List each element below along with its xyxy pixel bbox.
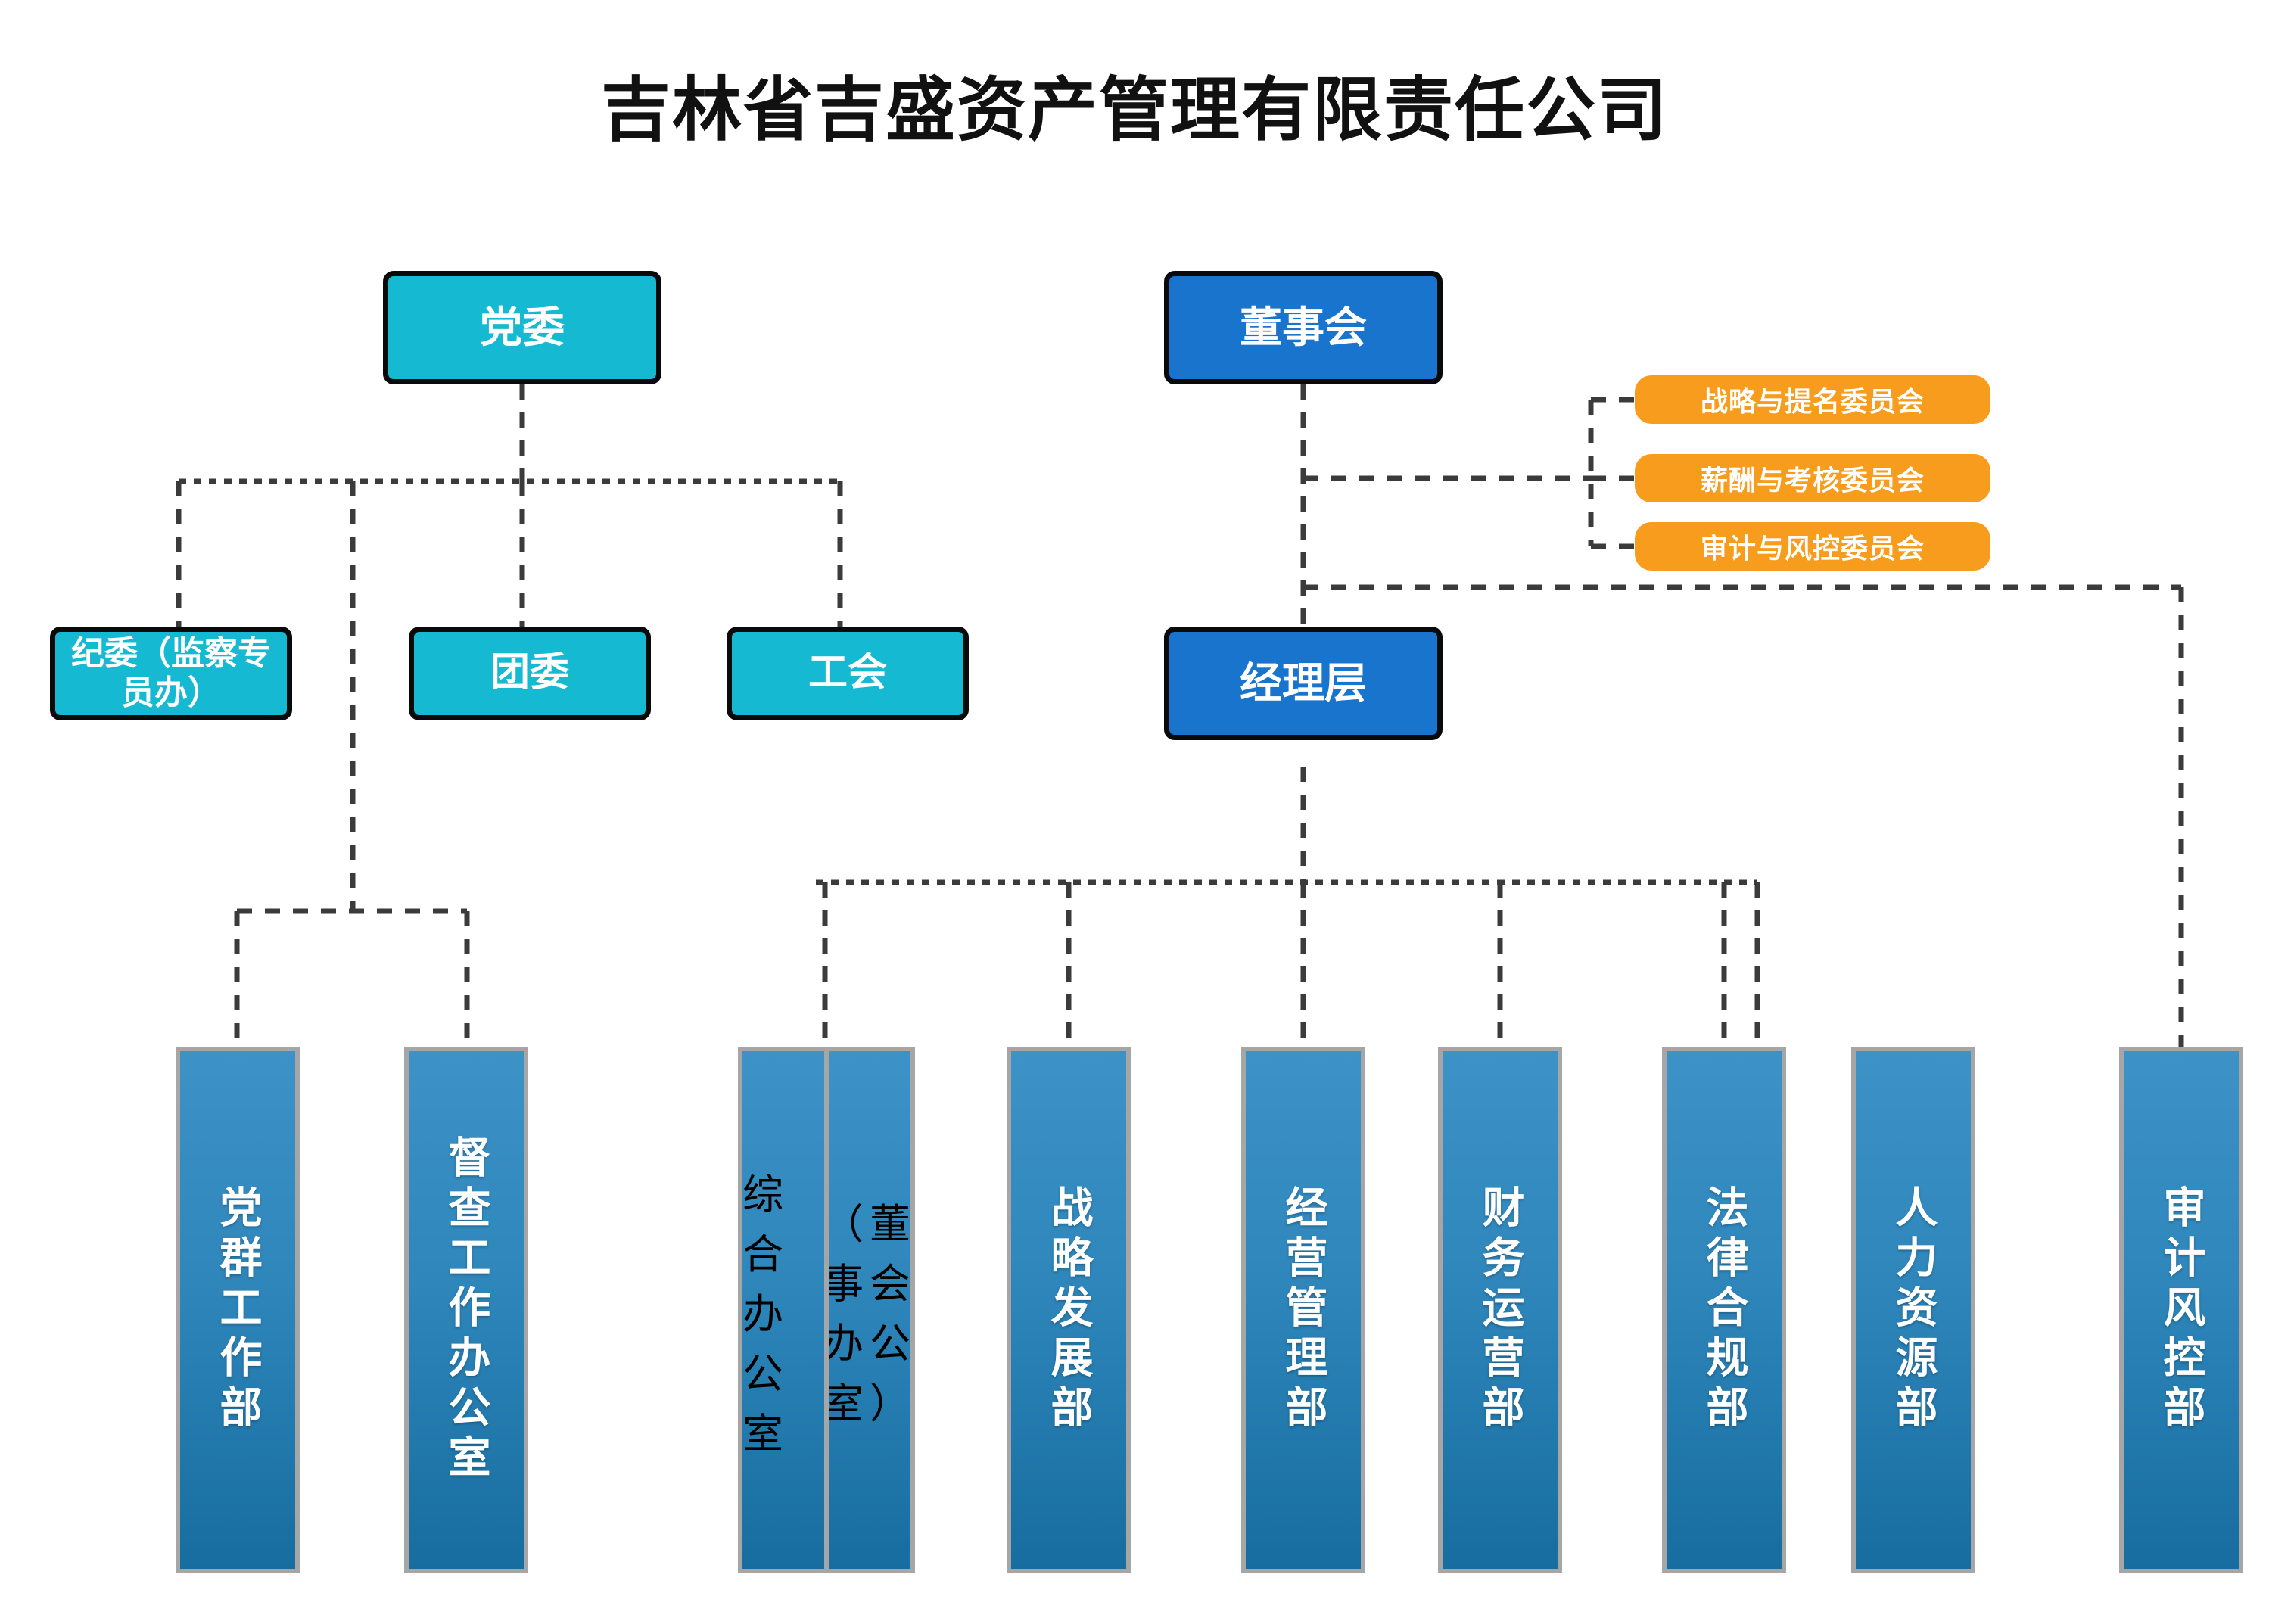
committee-compensation-appraisal[interactable]: 薪酬与考核委员会	[1635, 454, 1990, 502]
node-labor-union-label: 工会	[808, 651, 887, 695]
department-strategy-development[interactable]: 战略发展部	[1007, 1047, 1131, 1573]
node-youth-league[interactable]: 团委	[409, 627, 651, 720]
node-youth-league-label: 团委	[490, 651, 569, 695]
committee-audit-risk-label: 审计与风控委员会	[1700, 533, 1925, 564]
node-board[interactable]: 董事会	[1164, 271, 1443, 384]
committee-audit-risk[interactable]: 审计与风控委员会	[1635, 522, 1990, 571]
node-management-label: 经理层	[1240, 658, 1367, 707]
department-business-management-label: 经营管理部	[1280, 1185, 1327, 1435]
department-general-office[interactable]: 综合办公室	[742, 1051, 824, 1569]
committee-compensation-appraisal-label: 薪酬与考核委员会	[1700, 465, 1925, 496]
department-supervision-office-label: 督查工作办公室	[443, 1135, 490, 1485]
department-board-office-label: （董事会办公室）	[829, 1202, 910, 1426]
node-board-label: 董事会	[1240, 303, 1367, 351]
department-strategy-development-label: 战略发展部	[1045, 1185, 1093, 1435]
department-human-resources-label: 人力资源部	[1890, 1185, 1938, 1435]
node-discipline-committee[interactable]: 纪委（监察专员办）	[50, 627, 292, 720]
department-finance-operations[interactable]: 财务运营部	[1438, 1047, 1562, 1573]
department-party-mass-work[interactable]: 党群工作部	[176, 1047, 300, 1573]
node-discipline-committee-label: 纪委（监察专员办）	[71, 635, 271, 711]
department-general-office-combo[interactable]: 综合办公室 （董事会办公室）	[738, 1047, 915, 1573]
node-party-committee[interactable]: 党委	[383, 271, 661, 384]
node-management[interactable]: 经理层	[1164, 627, 1443, 740]
committee-strategy-nomination[interactable]: 战略与提名委员会	[1635, 375, 1990, 424]
department-audit-risk-control-label: 审计风控部	[2158, 1185, 2205, 1435]
department-general-office-label: 综合办公室	[742, 1171, 789, 1457]
department-legal-compliance-label: 法律合规部	[1701, 1185, 1748, 1435]
department-legal-compliance[interactable]: 法律合规部	[1662, 1047, 1786, 1573]
department-finance-operations-label: 财务运营部	[1477, 1185, 1524, 1435]
department-business-management[interactable]: 经营管理部	[1241, 1047, 1365, 1573]
department-party-mass-work-label: 党群工作部	[214, 1185, 262, 1435]
committee-strategy-nomination-label: 战略与提名委员会	[1700, 386, 1925, 417]
node-party-committee-label: 党委	[480, 303, 565, 351]
department-audit-risk-control[interactable]: 审计风控部	[2119, 1047, 2243, 1573]
node-labor-union[interactable]: 工会	[727, 627, 969, 720]
department-human-resources[interactable]: 人力资源部	[1851, 1047, 1975, 1573]
department-board-office[interactable]: （董事会办公室）	[829, 1051, 910, 1569]
department-supervision-office[interactable]: 督查工作办公室	[404, 1047, 528, 1573]
page-title: 吉林省吉盛资产管理有限责任公司	[600, 72, 1668, 149]
